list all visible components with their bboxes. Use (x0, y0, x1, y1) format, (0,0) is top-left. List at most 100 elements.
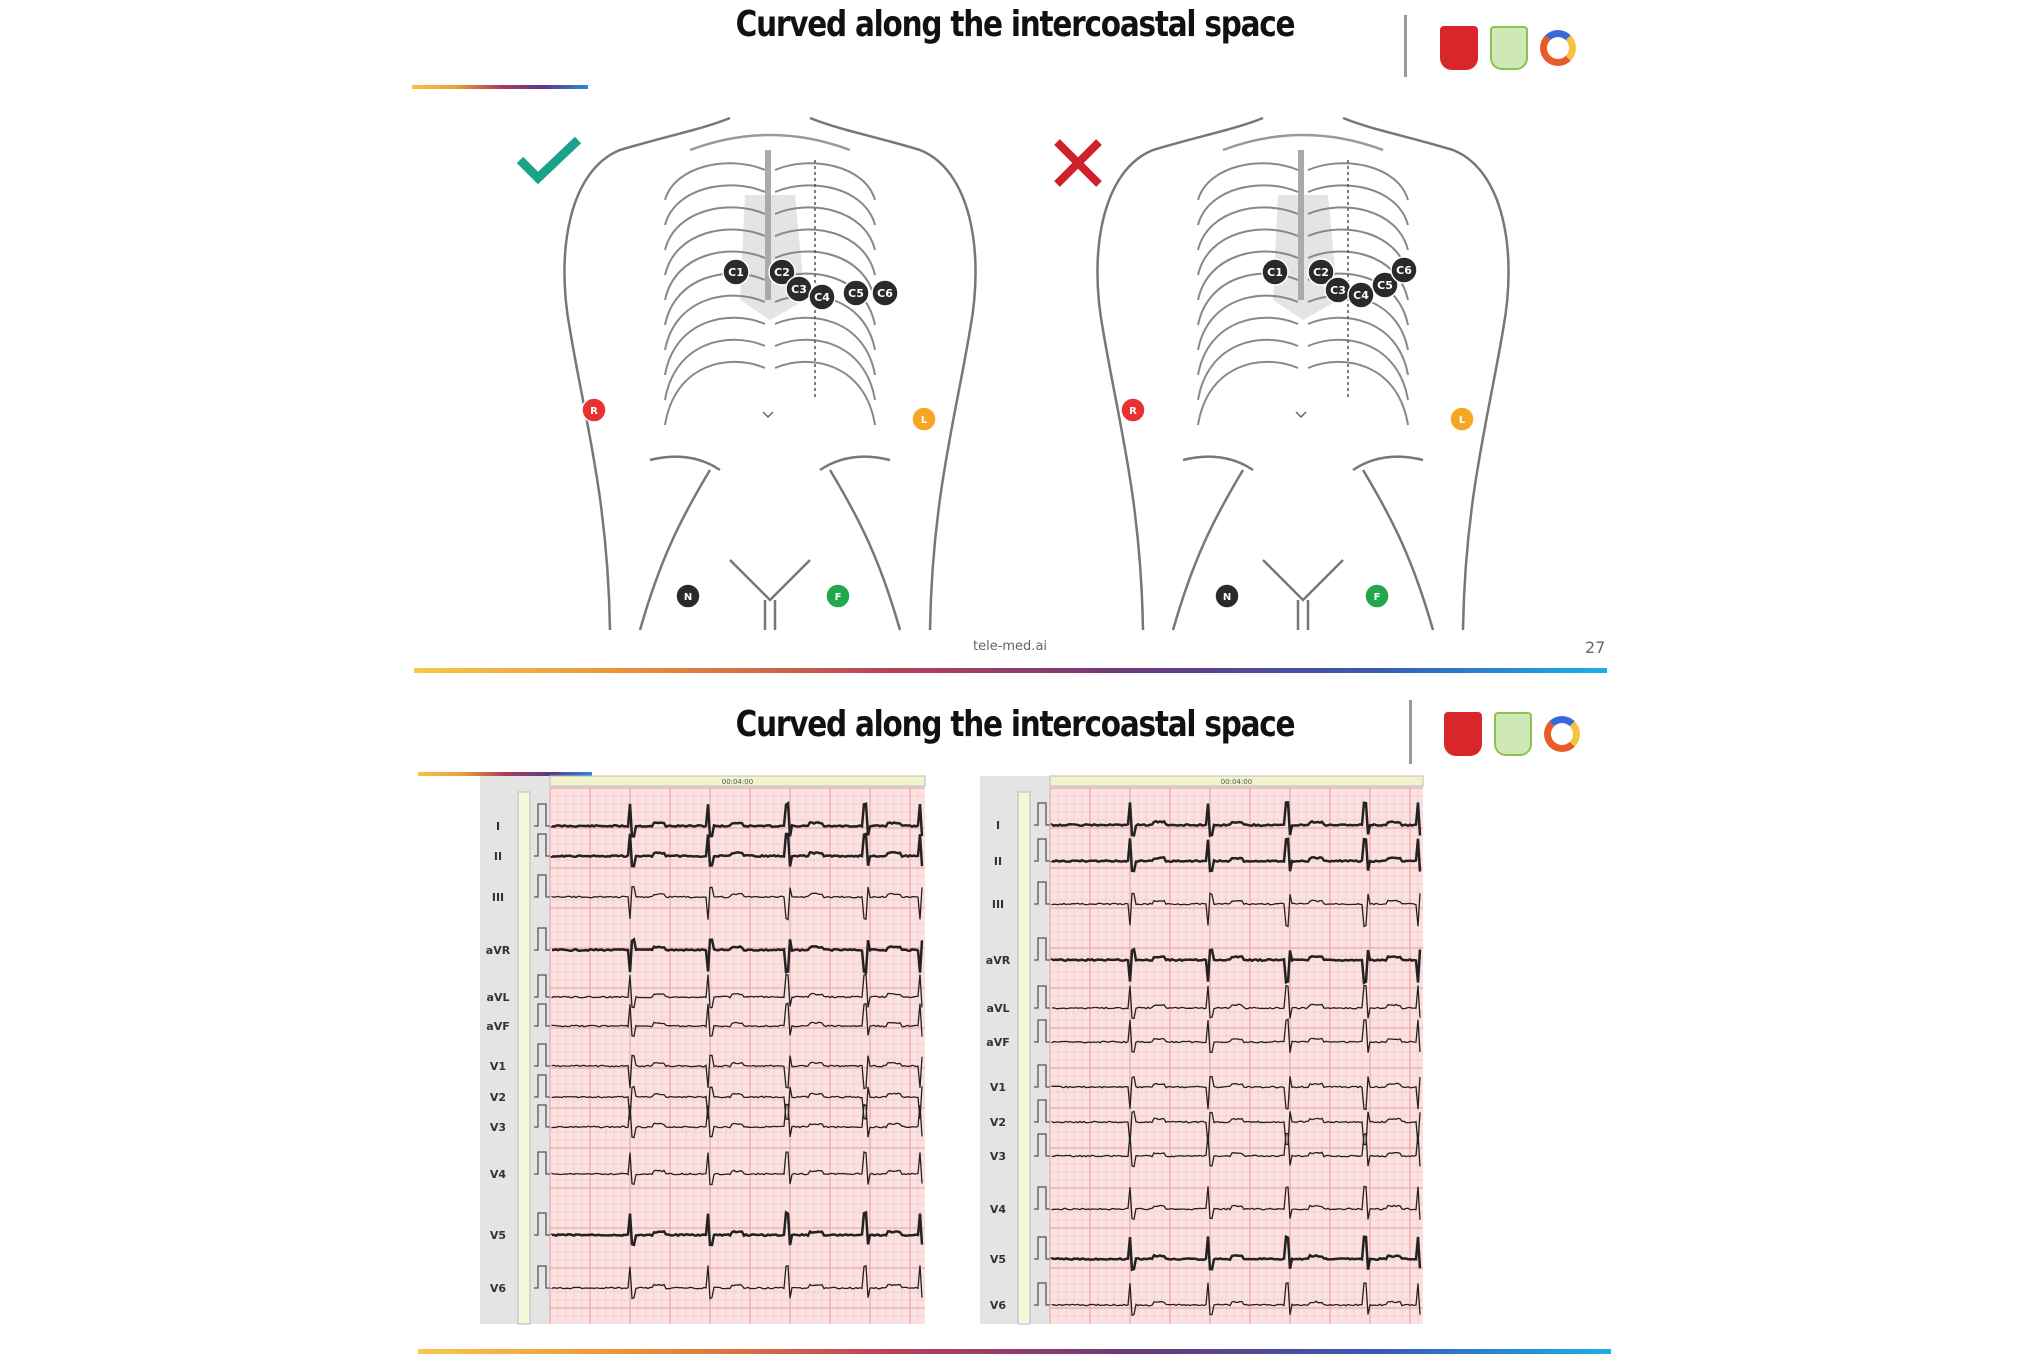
electrode-dot (911, 406, 937, 432)
rib (1197, 294, 1299, 351)
electrode-dot (825, 583, 851, 609)
rib (664, 272, 766, 326)
lead-trace (551, 937, 924, 975)
rib (1307, 206, 1409, 251)
rib (774, 250, 876, 301)
header-divider (1404, 15, 1407, 77)
calibration-pulse (1034, 937, 1050, 961)
rib (1197, 360, 1299, 426)
calibration-pulse (534, 927, 550, 951)
calibration-pulse (534, 1043, 550, 1067)
lead-trace (551, 1002, 923, 1037)
electrode-dot (1390, 256, 1418, 284)
logos-2 (1444, 712, 1580, 756)
torso-figure (563, 116, 977, 631)
electrode-label: C5 (1377, 279, 1393, 292)
rib (1307, 184, 1409, 226)
calibration-ruler (517, 791, 531, 1325)
electrode-label: L (921, 415, 928, 426)
district-emblem-icon (1490, 26, 1528, 70)
electrode-label: C1 (728, 266, 744, 279)
lead-label: aVF (486, 1020, 509, 1033)
electrode-c5: C5 (1371, 271, 1399, 299)
lead-label: V3 (490, 1121, 506, 1134)
rib (664, 228, 766, 276)
lead-label: V2 (490, 1091, 506, 1104)
lead-label: aVF (986, 1036, 1009, 1049)
heart-shape (1273, 195, 1338, 320)
calibration-pulse (1034, 838, 1050, 862)
time-ruler (549, 775, 926, 787)
check-icon (516, 136, 582, 185)
ring-logo-icon (1540, 30, 1576, 66)
electrode-label: L (1459, 415, 1466, 426)
lead-trace (1050, 837, 1422, 873)
rib (1197, 338, 1299, 401)
electrode-c2: C2 (1307, 258, 1335, 286)
calibration-ruler (1017, 791, 1031, 1325)
electrode-c4: C4 (808, 283, 836, 311)
lead-trace (1051, 1281, 1421, 1317)
electrode-label: N (1223, 592, 1231, 603)
calibration-pulse (1034, 985, 1050, 1009)
electrode-label: C4 (814, 291, 830, 304)
calibration-pulse (1034, 1064, 1050, 1088)
lead-label: V5 (990, 1253, 1006, 1266)
lead-label: aVL (487, 991, 510, 1004)
electrode-dot (1347, 281, 1375, 309)
title-accent-line (412, 85, 588, 89)
calibration-pulse (534, 1003, 550, 1027)
electrode-dot (1371, 271, 1399, 299)
electrode-l: L (911, 406, 937, 432)
lead-label: II (994, 855, 1002, 868)
electrode-dot (842, 279, 870, 307)
lead-trace (1050, 947, 1422, 985)
lead-label: V6 (990, 1299, 1007, 1312)
calibration-pulse (534, 1265, 550, 1289)
electrode-dot (1120, 397, 1146, 423)
calibration-pulse (1034, 1019, 1050, 1043)
lead-trace (551, 1054, 923, 1090)
electrode-dot (722, 258, 750, 286)
lead-label: V5 (490, 1229, 506, 1242)
rib (664, 294, 766, 351)
slide-2-bottom-bar (418, 1349, 1611, 1354)
page-number: 27 (1585, 638, 1606, 657)
electrode-label: R (590, 406, 598, 417)
calibration-pulse (1034, 1236, 1050, 1260)
ecg-major-grid (1049, 787, 1423, 1324)
rib (1197, 206, 1299, 251)
cross-icon (1054, 139, 1102, 187)
rib (1307, 250, 1409, 301)
calibration-pulse (1034, 802, 1050, 826)
electrode-label: C2 (774, 266, 790, 279)
electrode-dot (1261, 258, 1289, 286)
calibration-pulse (1034, 1133, 1050, 1157)
rib (1307, 316, 1409, 376)
rib (664, 250, 766, 301)
slide-1-bottom-bar (414, 668, 1607, 673)
electrode-dot (581, 397, 607, 423)
ecg-timestamp: 00:04:00 (1221, 778, 1252, 786)
body-outline (1096, 116, 1510, 631)
rib (1197, 316, 1299, 376)
rib (774, 316, 876, 376)
lead-label: aVR (486, 944, 511, 957)
rib (774, 162, 876, 201)
lead-trace (1050, 1234, 1422, 1272)
calibration-pulse (1034, 1099, 1050, 1123)
electrode-c6: C6 (871, 279, 899, 307)
electrode-f: F (825, 583, 851, 609)
electrode-c3: C3 (1324, 276, 1352, 304)
rib (1197, 184, 1299, 226)
lead-trace (550, 1210, 924, 1247)
navel (1295, 411, 1307, 419)
electrode-f: F (1364, 583, 1390, 609)
body-outline (563, 116, 977, 631)
ecg-major-grid (549, 787, 925, 1324)
calibration-pulse (534, 1212, 550, 1236)
slide-2-title: Curved along the intercoastal space (735, 704, 1296, 745)
calibration-pulse (534, 974, 550, 998)
electrode-c1: C1 (722, 258, 750, 286)
electrode-label: C4 (1353, 289, 1369, 302)
